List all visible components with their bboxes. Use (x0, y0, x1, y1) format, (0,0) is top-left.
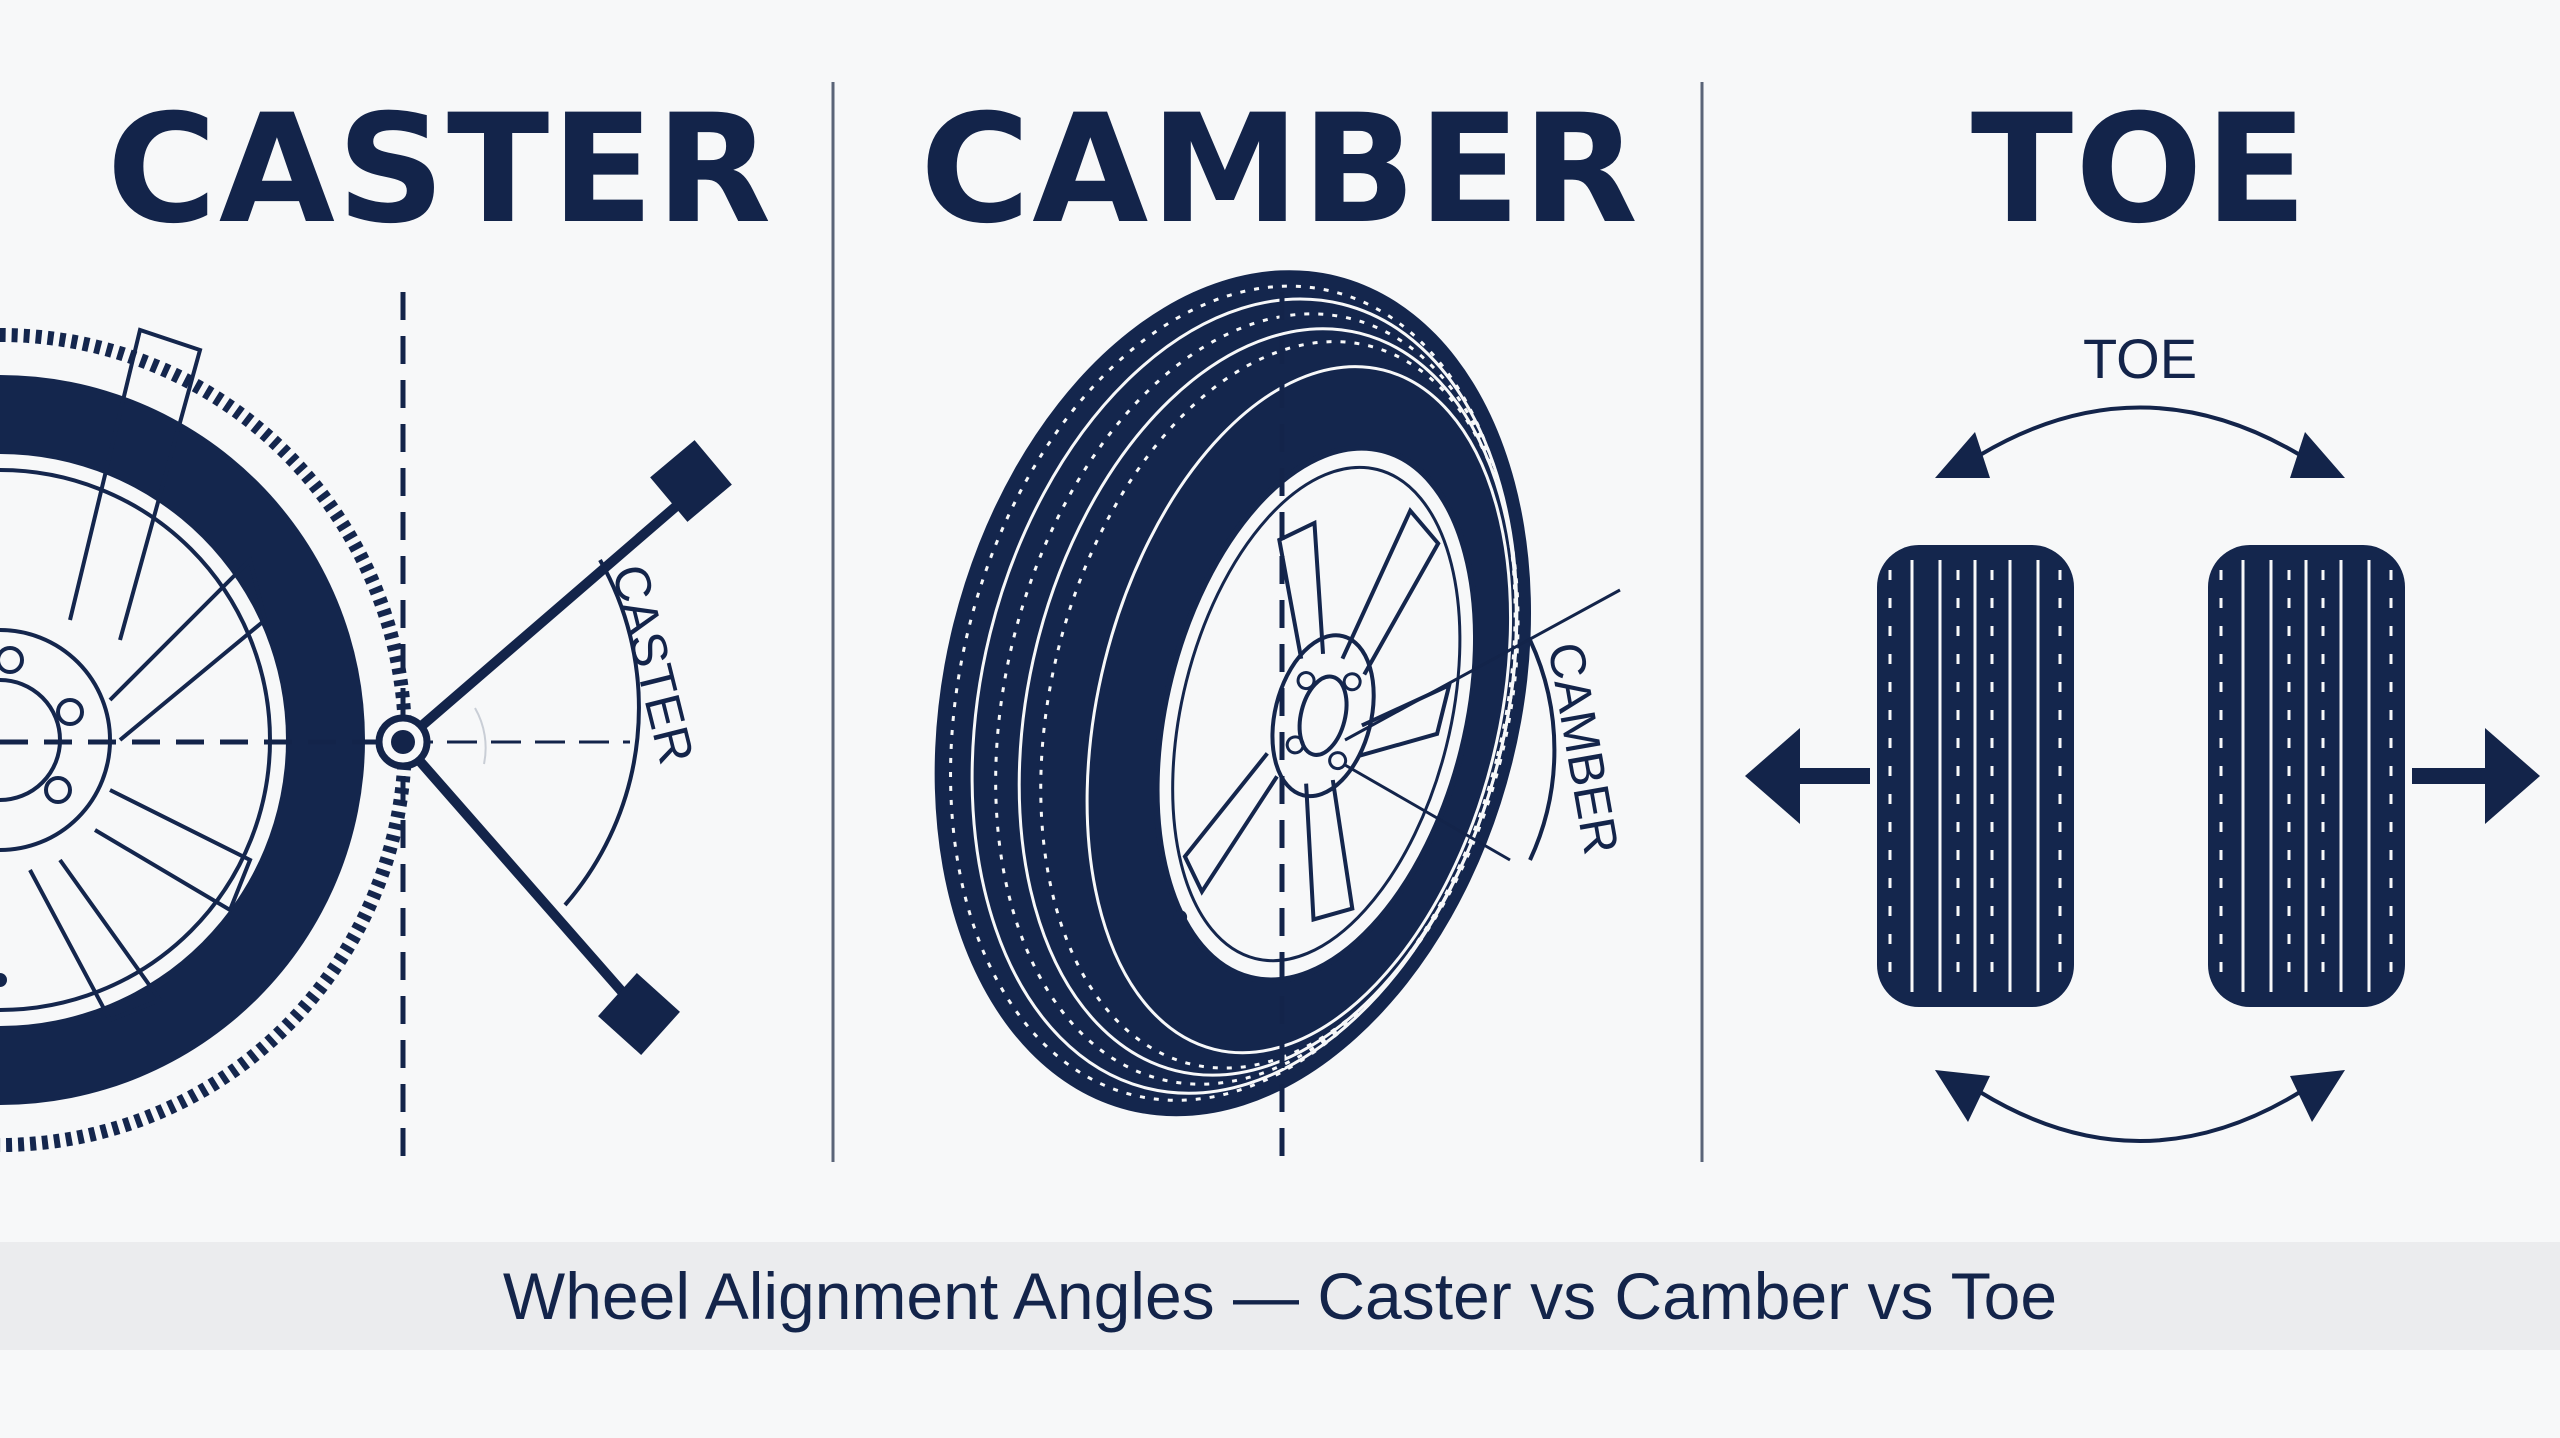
caster-inner-arc (474, 707, 487, 765)
toe-top-arrow (1935, 405, 2345, 478)
caster-steering-axis (399, 440, 732, 1055)
toe-right-tire (2208, 545, 2405, 1007)
camber-ref-line (1344, 763, 1511, 862)
toe-left-tire (1877, 545, 2074, 1007)
caster-pivot (375, 714, 431, 770)
toe-angle-label: TOE (2083, 327, 2197, 390)
caster-angle-arc (563, 559, 641, 907)
camber-angle-label: CAMBER (1537, 638, 1629, 858)
caption-band (0, 1242, 2560, 1350)
toe-bottom-arrow (1935, 1070, 2345, 1143)
camber-wheel (934, 270, 1532, 1117)
caster-angle-label: CASTER (601, 559, 704, 769)
toe-left-outward-arrow (1745, 728, 1870, 824)
toe-right-outward-arrow (2412, 728, 2540, 824)
caster-heading: CASTER (106, 83, 774, 257)
camber-tilt-line (1344, 588, 1621, 742)
camber-heading: CAMBER (920, 83, 1640, 257)
camber-angle-arc (1528, 639, 1557, 861)
toe-heading: TOE (1970, 83, 2310, 257)
diagram-caption: Wheel Alignment Angles — Caster vs Cambe… (502, 1259, 2058, 1333)
caster-wheel (0, 327, 412, 1152)
